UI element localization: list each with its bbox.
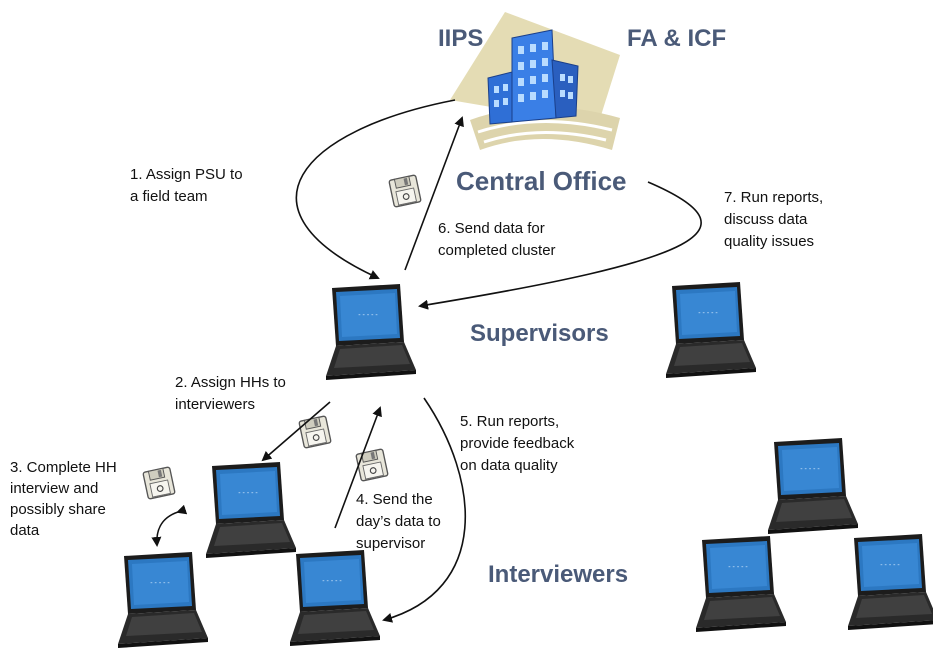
interviewer-laptop-icon-1 (206, 462, 296, 558)
arrow-feedback (382, 397, 467, 623)
arrow-send-day-data (334, 406, 382, 529)
floppy-disk-icon (298, 415, 332, 449)
supervisor-laptop-icon (326, 284, 416, 380)
fa-icf-label: FA & ICF (627, 25, 726, 52)
interviewer-laptop-icon-4 (768, 438, 858, 534)
arrow-assign-hhs (261, 401, 331, 462)
iips-label: IIPS (438, 25, 483, 52)
step-3-text: 3. Complete HH interview and possibly sh… (10, 459, 121, 539)
step-2-text: 2. Assign HHs to interviewers (175, 374, 290, 413)
supervisor-laptop-icon-2 (666, 282, 756, 378)
interviewer-laptop-icon-2 (118, 552, 208, 648)
floppy-disk-icon (388, 174, 422, 208)
arrow-send-cluster (404, 116, 464, 271)
arrow-share-data (151, 504, 188, 547)
interviewer-laptop-icon-3 (290, 550, 380, 646)
arrow-reports-to-supervisor (418, 181, 702, 310)
step-1-text: 1. Assign PSU to a field team (130, 166, 247, 205)
interviewers-label: Interviewers (488, 561, 628, 588)
arrow-assign-psu (295, 99, 456, 280)
supervisors-label: Supervisors (470, 320, 609, 347)
central-office-label: Central Office (456, 166, 627, 196)
floppy-disk-icon (355, 448, 389, 482)
step-6-text: 6. Send data for completed cluster (438, 220, 556, 259)
step-4-text: 4. Send the day’s data to supervisor (356, 491, 445, 552)
central-office-building-icon (450, 12, 620, 150)
floppy-disk-icon (142, 466, 176, 500)
step-5-text: 5. Run reports, provide feedback on data… (460, 413, 578, 474)
interviewer-laptop-icon-5 (696, 536, 786, 632)
interviewer-laptop-icon-6 (848, 534, 933, 630)
step-7-text: 7. Run reports, discuss data quality iss… (724, 189, 827, 250)
